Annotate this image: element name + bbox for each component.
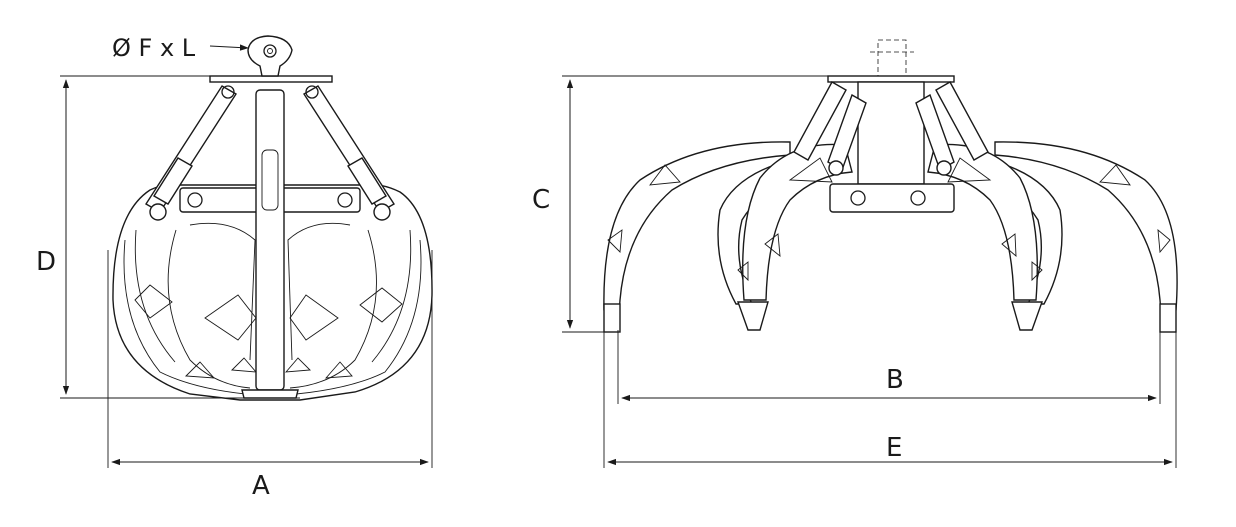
front-tine-left xyxy=(742,143,853,301)
center-body xyxy=(857,81,925,185)
open-grab-view xyxy=(603,39,1178,333)
hydraulic-cylinders xyxy=(145,85,395,221)
dimension-label-a: A xyxy=(252,471,270,501)
shaft-outline xyxy=(877,39,907,77)
dimension-label-c: C xyxy=(532,185,550,215)
mount-plate-right xyxy=(827,75,955,83)
front-tine-right xyxy=(927,143,1038,301)
dimension-label-d: D xyxy=(36,247,56,277)
dimension-lines xyxy=(60,44,1177,468)
dimension-label-b: B xyxy=(886,365,904,395)
pin-size-label: Ø F x L xyxy=(112,34,196,62)
center-column xyxy=(255,89,285,391)
mount-plate xyxy=(209,75,333,83)
swivel-eye xyxy=(247,35,293,77)
closed-grab-view xyxy=(112,35,433,401)
dimension-label-e: E xyxy=(886,433,902,463)
